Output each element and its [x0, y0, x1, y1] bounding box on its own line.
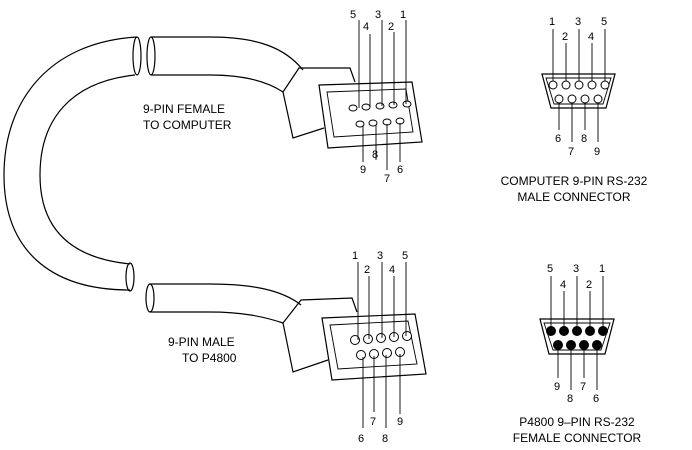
- pin-number: 1: [549, 16, 555, 28]
- pin-number: 4: [389, 264, 395, 276]
- female-to-computer-label: TO COMPUTER: [143, 118, 232, 132]
- pin-number: 1: [400, 9, 406, 21]
- male-plug-pins: [350, 331, 412, 360]
- p4800-connector-leaders: [550, 276, 604, 390]
- computer-connector-pins: [548, 80, 610, 104]
- male-to-p4800-label: 9-PIN MALE: [168, 335, 235, 349]
- pin-number: 4: [560, 279, 566, 291]
- male-plug-pin-leaders: [357, 262, 407, 428]
- female-plug-pin-leaders: [358, 20, 407, 170]
- pin-number: 3: [375, 9, 381, 21]
- pin-number: 5: [402, 250, 408, 262]
- female-plug-pin-numbers: 5 4 3 2 1 9 8 7 6: [350, 9, 406, 185]
- p4800-connector-pin-numbers: 5 4 3 2 1 9 8 7 6: [547, 263, 605, 405]
- pin-number: 8: [567, 393, 573, 405]
- pin-number: 3: [377, 250, 383, 262]
- pin-number: 4: [363, 21, 369, 33]
- top-cable-segment: [146, 36, 304, 93]
- pin-number: 8: [382, 433, 388, 445]
- female-to-computer-label: 9-PIN FEMALE: [143, 102, 225, 116]
- p4800-connector-label: FEMALE CONNECTOR: [513, 431, 642, 445]
- pin-number: 9: [397, 416, 403, 428]
- pin-number: 6: [358, 433, 364, 445]
- bottom-cable-segment: [145, 283, 302, 324]
- male-plug-to-p4800: 1 2 3 4 5 6 7 8 9: [282, 250, 427, 445]
- pin-number: 9: [360, 164, 366, 176]
- pin-number: 2: [586, 279, 592, 291]
- pin-number: 8: [581, 133, 587, 145]
- pin-number: 5: [547, 263, 553, 275]
- pin-number: 9: [594, 146, 600, 158]
- pin-number: 7: [580, 381, 586, 393]
- cable-loop: [3, 36, 142, 292]
- pin-number: 7: [384, 173, 390, 185]
- pin-number: 2: [388, 21, 394, 33]
- computer-connector-leaders: [552, 29, 606, 142]
- pin-number: 1: [352, 250, 358, 262]
- pin-number: 2: [364, 264, 370, 276]
- computer-connector-label: COMPUTER 9-PIN RS-232: [501, 174, 648, 188]
- male-to-p4800-label: TO P4800: [182, 351, 237, 365]
- pin-number: 8: [372, 149, 378, 161]
- p4800-connector-pins: [546, 326, 608, 350]
- pin-number: 6: [593, 393, 599, 405]
- computer-male-connector: 1 2 3 4 5 6 7 8 9 COMPUTER 9-PIN RS-232 …: [501, 16, 648, 204]
- pin-number: 5: [601, 16, 607, 28]
- male-plug-pin-numbers: 1 2 3 4 5 6 7 8 9: [352, 250, 408, 445]
- pin-number: 4: [588, 31, 594, 43]
- pin-number: 7: [568, 146, 574, 158]
- pin-number: 3: [575, 16, 581, 28]
- pin-number: 6: [397, 164, 403, 176]
- pin-number: 1: [599, 263, 605, 275]
- computer-connector-label: MALE CONNECTOR: [517, 190, 630, 204]
- female-plug-to-computer: 5 4 3 2 1 9 8 7 6: [282, 9, 423, 185]
- pin-number: 7: [370, 416, 376, 428]
- pin-number: 6: [555, 133, 561, 145]
- pin-number: 5: [350, 9, 356, 21]
- pin-number: 2: [562, 31, 568, 43]
- p4800-connector-label: P4800 9–PIN RS-232: [519, 415, 635, 429]
- p4800-female-connector: 5 4 3 2 1 9 8 7 6 P4800 9–PIN RS-232 FEM…: [513, 263, 642, 445]
- female-plug-pin-holes: [348, 100, 412, 128]
- pin-number: 3: [573, 263, 579, 275]
- pin-number: 9: [554, 381, 560, 393]
- computer-connector-pin-numbers: 1 2 3 4 5 6 7 8 9: [549, 16, 607, 158]
